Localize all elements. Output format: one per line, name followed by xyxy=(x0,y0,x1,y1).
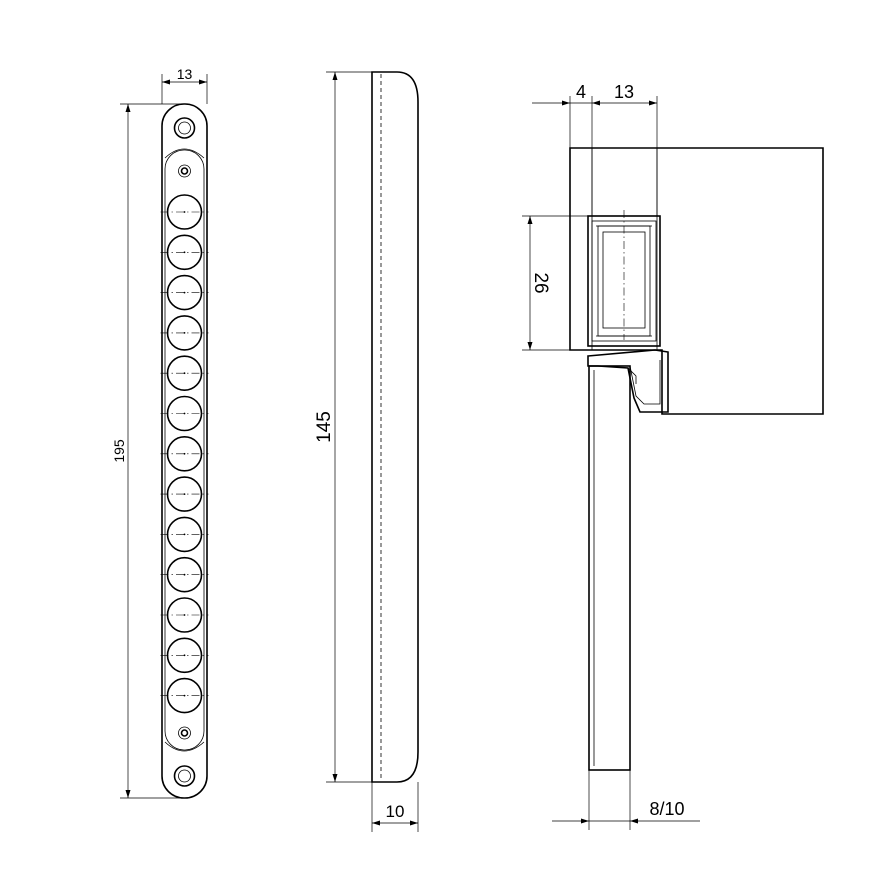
magnet-center-dot xyxy=(183,533,186,536)
strip-inner-body xyxy=(164,149,205,751)
magnet-center-dot xyxy=(183,614,186,616)
magnet-housing xyxy=(587,210,661,347)
dimension-8-10: 8/10 xyxy=(552,770,700,830)
front-view: 13 195 xyxy=(111,66,209,799)
magnet-center-dot xyxy=(183,372,186,375)
dimension-label-26: 26 xyxy=(530,272,551,293)
screw-hole-top xyxy=(178,164,191,178)
bracket-profile xyxy=(587,349,669,413)
dimension-label-8-10: 8/10 xyxy=(649,799,684,819)
section-view: 4 13 26 8/10 xyxy=(522,82,824,830)
dimension-13-front: 13 xyxy=(161,66,208,104)
magnet-center-dot xyxy=(183,211,186,213)
dimension-label-195: 195 xyxy=(111,439,127,463)
magnet-center-dot xyxy=(183,251,186,254)
dimension-26: 26 xyxy=(522,215,588,351)
mounting-hole-top xyxy=(173,117,196,139)
side-profile xyxy=(371,71,419,783)
door-leaf xyxy=(588,365,631,771)
side-view: 145 10 xyxy=(314,71,419,832)
magnet-center-dot xyxy=(183,573,186,576)
frame-block xyxy=(569,147,824,415)
dimension-label-4: 4 xyxy=(576,82,586,102)
magnet-center-dot xyxy=(183,694,186,697)
dimension-label-13-front: 13 xyxy=(177,66,193,82)
dimension-4-13: 4 13 xyxy=(532,82,658,216)
screw-hole-bottom xyxy=(178,726,191,740)
dimension-label-10: 10 xyxy=(386,802,405,821)
magnet-row xyxy=(160,194,209,714)
dimension-10: 10 xyxy=(371,782,419,832)
strip-outline xyxy=(161,103,208,799)
dimension-label-145: 145 xyxy=(314,411,335,443)
magnet-center-dot xyxy=(183,452,186,455)
dimension-195: 195 xyxy=(111,103,184,799)
magnet-center-dot xyxy=(183,412,186,415)
magnet-center-dot xyxy=(183,291,186,294)
magnet-center-dot xyxy=(183,332,186,334)
dimension-145: 145 xyxy=(314,71,372,783)
magnet-center-dot xyxy=(183,654,186,657)
magnet-center-dot xyxy=(183,493,186,495)
mounting-hole-bottom xyxy=(173,765,196,787)
dimension-label-13-section: 13 xyxy=(614,82,634,102)
